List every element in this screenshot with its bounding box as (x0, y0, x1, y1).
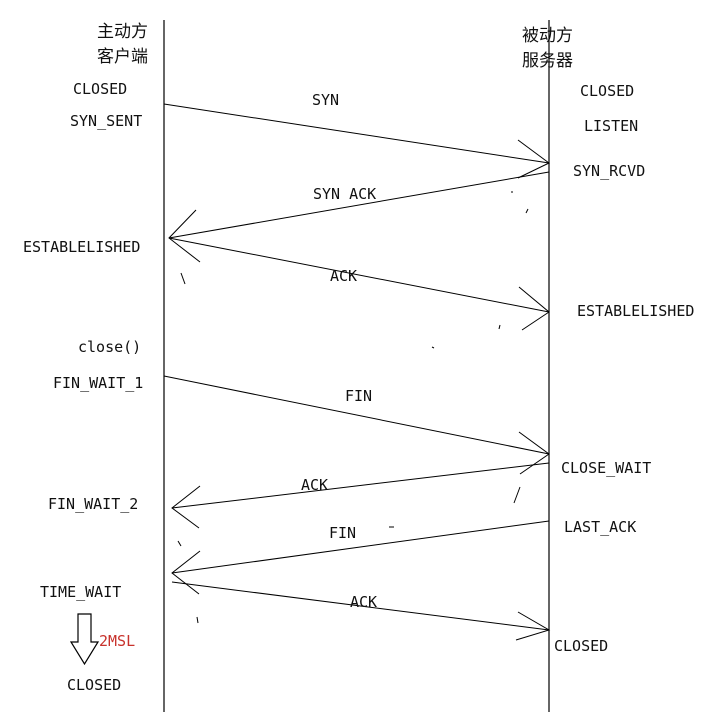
message-label-syn: SYN (312, 91, 340, 109)
down-arrow-icon (69, 613, 100, 666)
message-label-ack-1: ACK (330, 267, 358, 285)
client-state-closed-end: CLOSED (67, 676, 122, 694)
server-title-line2: 服务器 (522, 51, 573, 71)
server-state-closed: CLOSED (580, 82, 635, 100)
client-state-established: ESTABLELISHED (23, 238, 141, 256)
message-arrow-fin-1 (163, 375, 550, 475)
client-title-line1: 主动方 (97, 22, 148, 42)
server-state-closed-end: CLOSED (554, 637, 609, 655)
message-arrow-ack-1 (168, 237, 550, 331)
message-arrow-syn (163, 103, 550, 179)
message-arrow-ack-2 (171, 462, 550, 529)
client-state-closed: CLOSED (73, 80, 128, 98)
client-state-fin-wait-2: FIN_WAIT_2 (48, 495, 139, 513)
message-label-syn-ack: SYN ACK (313, 185, 377, 203)
client-state-syn-sent: SYN_SENT (70, 112, 143, 130)
message-label-ack-2: ACK (301, 476, 329, 494)
message-label-fin-2: FIN (329, 524, 357, 542)
message-label-fin-1: FIN (345, 387, 373, 405)
server-state-close-wait: CLOSE_WAIT (561, 459, 652, 477)
server-state-last-ack: LAST_ACK (564, 518, 637, 536)
message-arrow-ack-3 (171, 581, 551, 641)
scan-speckles (177, 191, 529, 624)
client-close-call: close() (78, 338, 142, 356)
message-label-ack-3: ACK (350, 593, 378, 611)
server-state-listen: LISTEN (584, 117, 639, 135)
client-state-fin-wait-1: FIN_WAIT_1 (53, 374, 144, 392)
server-state-syn-rcvd: SYN_RCVD (573, 162, 646, 180)
client-title-line2: 客户端 (97, 47, 148, 67)
client-timer-2msl: 2MSL (99, 632, 136, 650)
server-title-line1: 被动方 (522, 26, 573, 46)
server-state-established: ESTABLELISHED (577, 302, 695, 320)
client-state-time-wait: TIME_WAIT (40, 583, 122, 601)
message-arrow-fin-2 (171, 520, 550, 595)
